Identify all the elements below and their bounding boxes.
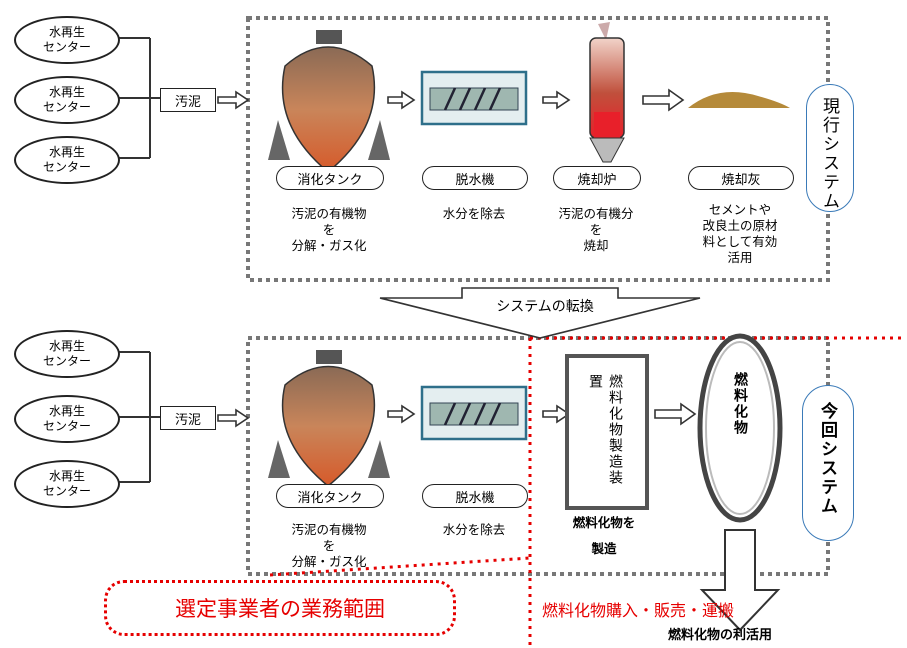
dewatering-description: 水分を除去 xyxy=(442,522,506,537)
current-system-badge: 現行システム xyxy=(806,84,854,212)
water-reclamation-center: 水再生 センター xyxy=(14,136,120,184)
dewatering-description: 水分を除去 xyxy=(442,206,506,221)
new-system-label: 今回システム xyxy=(817,402,837,516)
digestion-description: 汚泥の有機物 を 分解・ガス化 xyxy=(291,522,367,569)
scope-label: 選定事業者の業務範囲 xyxy=(175,597,385,621)
sludge-box-top: 汚泥 xyxy=(160,88,216,112)
fuel-utilization-label: 燃料化物の利活用 xyxy=(668,628,773,643)
flow-arrows xyxy=(217,88,697,428)
water-reclamation-center: 水再生 センター xyxy=(14,330,120,378)
dewatering-machine-top xyxy=(420,70,528,126)
current-system-frame xyxy=(246,16,830,282)
water-reclamation-center: 水再生 センター xyxy=(14,16,120,64)
top-center-bracket xyxy=(118,37,160,159)
transition-label: システムの転換 xyxy=(496,299,594,315)
scope-divider-line xyxy=(269,556,531,577)
digestion-tank-top xyxy=(268,30,390,173)
ash-pile xyxy=(688,92,790,108)
incinerator-label: 焼却炉 xyxy=(553,166,641,190)
utilization-down-arrow xyxy=(699,529,781,632)
fuel-product-ellipse xyxy=(697,333,783,523)
sludge-box-bottom: 汚泥 xyxy=(160,406,216,430)
water-reclamation-center: 水再生 センター xyxy=(14,76,120,124)
bottom-center-bracket xyxy=(118,351,160,483)
dewatering-machine-label: 脱水機 xyxy=(422,166,528,190)
contract-boundary-line xyxy=(528,336,905,645)
digestion-tank-label: 消化タンク xyxy=(276,484,384,508)
ash-description: セメントや 改良土の原材 料として有効 活用 xyxy=(702,202,778,265)
incinerator xyxy=(589,22,625,163)
digestion-tank-bottom xyxy=(268,350,390,487)
dewatering-machine-bottom xyxy=(420,385,528,441)
fuel-purchase-sale-transport: 燃料化物購入・販売・運搬 xyxy=(542,601,735,620)
new-system-badge: 今回システム xyxy=(802,385,854,541)
digestion-tank-label: 消化タンク xyxy=(276,166,384,190)
transition-arrow xyxy=(379,287,701,339)
fuel-facility-description: 燃料化物を xyxy=(572,515,636,530)
water-reclamation-center: 水再生 センター xyxy=(14,460,120,508)
incinerated-ash-label: 焼却灰 xyxy=(688,166,794,190)
fuel-facility-description: 製造 xyxy=(591,541,617,556)
fuel-manufacturing-facility: 燃料化物製造装置 xyxy=(565,354,649,510)
digestion-description: 汚泥の有機物 を 分解・ガス化 xyxy=(291,206,367,253)
scope-box: 選定事業者の業務範囲 xyxy=(104,580,456,636)
water-reclamation-center: 水再生 センター xyxy=(14,395,120,443)
current-system-label: 現行システム xyxy=(819,97,839,211)
dewatering-machine-label: 脱水機 xyxy=(422,484,528,508)
fuel-product-label: 燃料化物 xyxy=(732,372,748,436)
incinerator-description: 汚泥の有機分 を 焼却 xyxy=(558,206,634,253)
fuel-facility-label: 燃料化物製造装置 xyxy=(587,374,623,486)
